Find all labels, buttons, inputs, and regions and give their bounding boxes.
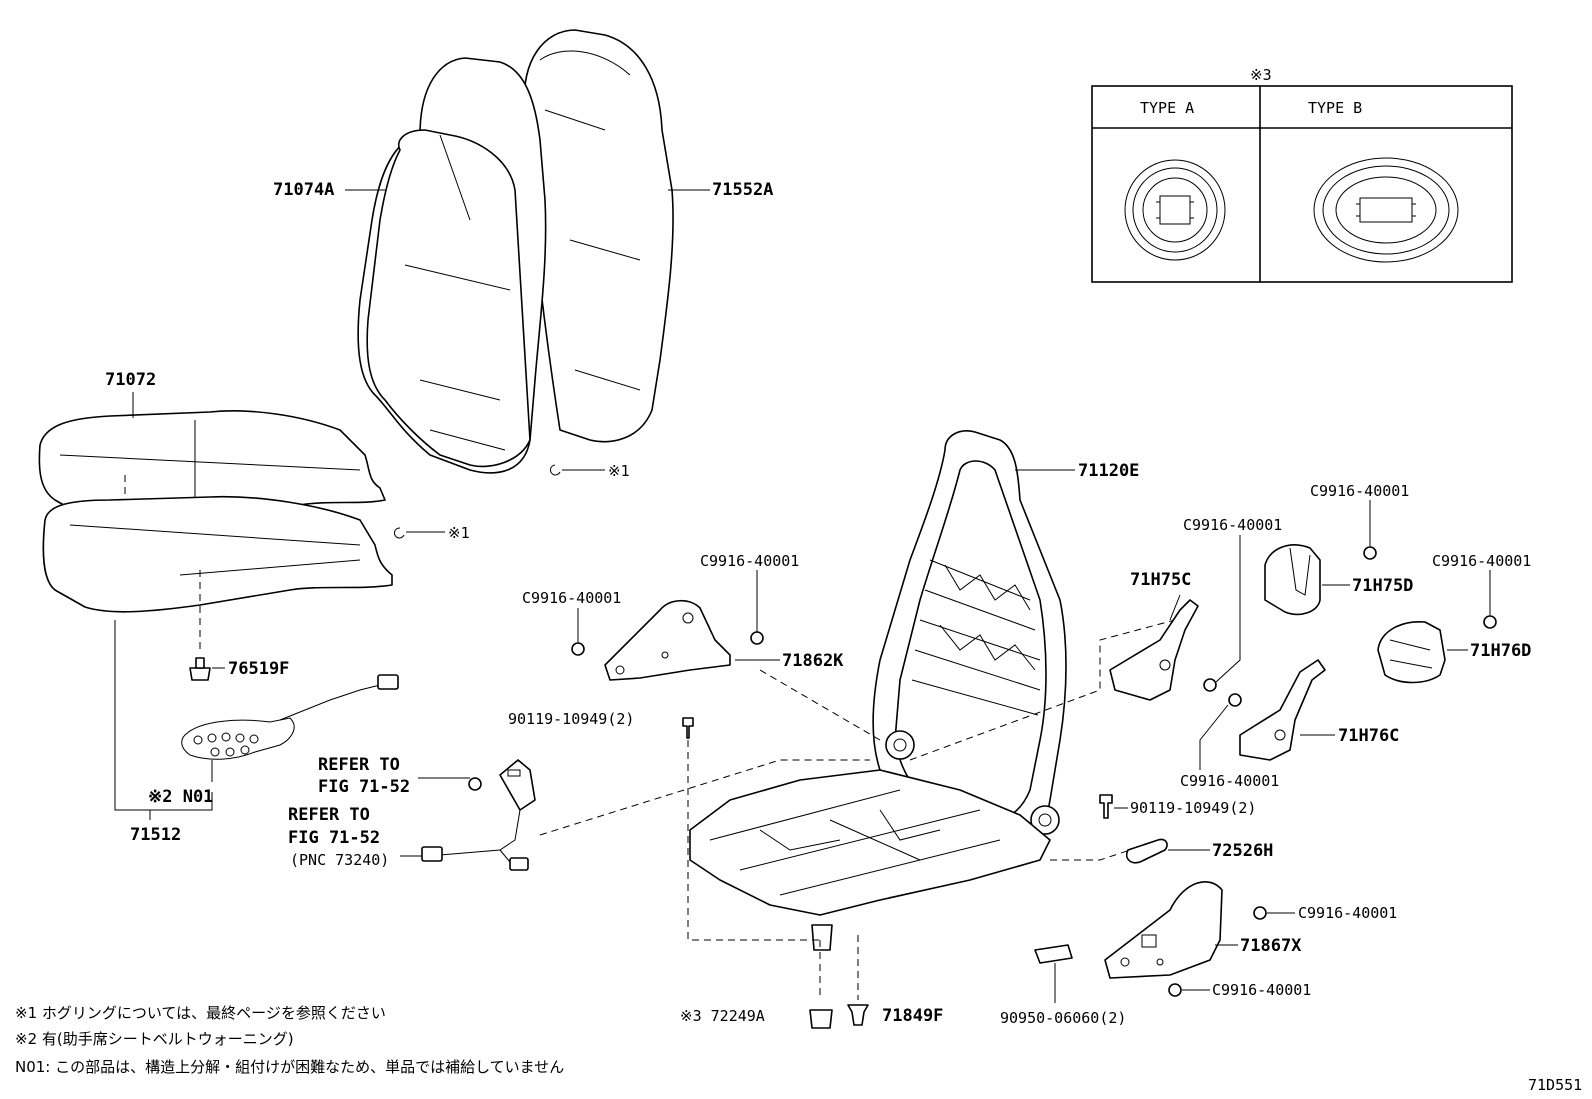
- label-C9916-71H75D: C9916-40001: [1310, 482, 1409, 500]
- label-C9916-71H75C: C9916-40001: [1183, 516, 1282, 534]
- label-90950: 90950-06060(2): [1000, 1009, 1126, 1027]
- cover-71H75C: [1109, 599, 1199, 701]
- label-N01: ※2 N01: [148, 787, 213, 807]
- label-71867X: 71867X: [1240, 936, 1302, 956]
- figure-id: 71D551: [1528, 1076, 1582, 1094]
- label-refer2-line2: FIG 71-52: [288, 828, 380, 848]
- hog-ring-icon: [393, 527, 405, 539]
- warning-sensor-mat-N01: [181, 674, 399, 760]
- seat-cushion-pad-71512: [42, 495, 393, 613]
- type-b-label: TYPE B: [1308, 99, 1362, 117]
- seatback-cover-71074A: [357, 57, 547, 474]
- bolt-icon: [682, 717, 694, 739]
- clip-icon: [750, 631, 764, 645]
- clip-72526H-icon: [1125, 838, 1168, 864]
- label-71074A: 71074A: [273, 180, 334, 200]
- pin-71849F-icon: [847, 1004, 869, 1026]
- clip-icon: [1228, 693, 1242, 707]
- label-C9916-71862K-right: C9916-40001: [700, 552, 799, 570]
- label-hogring-lower: ※1: [448, 524, 470, 542]
- label-refer2-line1: REFER TO: [288, 805, 370, 825]
- label-hogring-upper: ※1: [608, 462, 630, 480]
- label-71072: 71072: [105, 370, 156, 390]
- bracket-71862K: [604, 599, 731, 681]
- bolt-icon: [1099, 794, 1113, 819]
- label-refer1-line1: REFER TO: [318, 755, 400, 775]
- hog-ring-icon: [549, 464, 561, 476]
- label-refer2-line3: (PNC 73240): [290, 851, 389, 869]
- type-b-ring-icon: [1313, 157, 1459, 263]
- type-a-label: TYPE A: [1140, 99, 1194, 117]
- label-71512: 71512: [130, 825, 181, 845]
- clip-icon: [1363, 546, 1377, 560]
- label-71120E: 71120E: [1078, 461, 1139, 481]
- label-refer1-line2: FIG 71-52: [318, 777, 410, 797]
- label-76519F: 76519F: [228, 659, 289, 679]
- label-71H75C: 71H75C: [1130, 570, 1191, 590]
- type-box-marker: ※3: [1250, 66, 1272, 84]
- seat-frame-71120E: [689, 430, 1067, 951]
- clip-icon: [1253, 906, 1267, 920]
- cover-71867X: [1104, 881, 1223, 979]
- label-C9916-71867X-top: C9916-40001: [1298, 904, 1397, 922]
- clip-icon: [1483, 615, 1497, 629]
- label-bolt-left: 90119-10949(2): [508, 710, 634, 728]
- label-71H76C: 71H76C: [1338, 726, 1399, 746]
- label-bolt-right: 90119-10949(2): [1130, 799, 1256, 817]
- clip-icon: [571, 642, 585, 656]
- clip-icon: [1168, 983, 1182, 997]
- label-C9916-71862K-left: C9916-40001: [522, 589, 621, 607]
- cover-71H76D: [1377, 621, 1446, 684]
- type-a-ring-icon: [1124, 159, 1226, 261]
- bushing-72249A-icon: [809, 1009, 833, 1029]
- note-1: ※1 ホグリングについては、最終ページを参照ください: [15, 1004, 386, 1022]
- label-plate-icon: [1034, 944, 1073, 964]
- label-72526H: 72526H: [1212, 841, 1273, 861]
- label-71H76D: 71H76D: [1470, 641, 1531, 661]
- label-71552A: 71552A: [712, 180, 773, 200]
- label-72249A: ※3 72249A: [680, 1007, 765, 1025]
- label-C9916-71867X-bottom: C9916-40001: [1212, 981, 1311, 999]
- label-C9916-71H76C: C9916-40001: [1180, 772, 1279, 790]
- note-3: N01: この部品は、構造上分解・組付けが困難なため、単品では補給していません: [15, 1058, 564, 1076]
- type-comparison-box: ※3 TYPE A TYPE B: [1091, 66, 1513, 283]
- clip-76519F-icon: [189, 657, 211, 681]
- cover-71H76C: [1239, 659, 1326, 761]
- label-71H75D: 71H75D: [1352, 576, 1413, 596]
- label-71862K: 71862K: [782, 651, 844, 671]
- note-2: ※2 有(助手席シートベルトウォーニング): [15, 1030, 294, 1048]
- clip-icon: [1203, 678, 1217, 692]
- seatbelt-buckle-icon: [421, 759, 536, 871]
- cover-71H75D: [1264, 544, 1321, 616]
- label-71849F: 71849F: [882, 1006, 943, 1026]
- seatback-pad-71552A: [523, 29, 674, 443]
- label-C9916-71H76D: C9916-40001: [1432, 552, 1531, 570]
